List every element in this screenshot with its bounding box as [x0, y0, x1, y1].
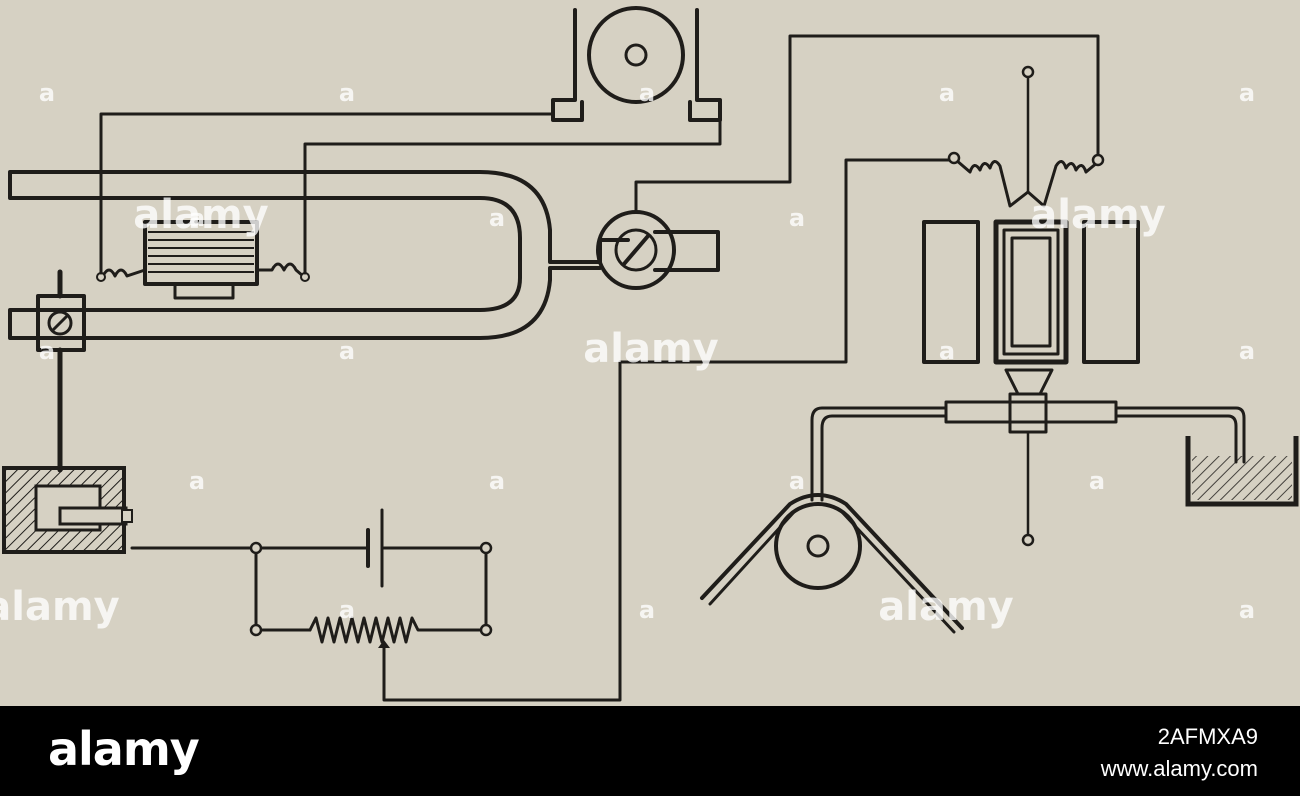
- svg-text:alamy: alamy: [1030, 192, 1165, 238]
- svg-text:a: a: [639, 596, 655, 624]
- tuning-fork: [8, 170, 720, 340]
- watermark-brand: alamy alamy alamy alamy alamy: [0, 192, 1166, 630]
- wiring: [99, 34, 1100, 364]
- svg-text:a: a: [39, 337, 55, 365]
- diagram-figure: a a a a a a a a a a a a a a a a a a a al…: [0, 6, 1299, 702]
- svg-text:a: a: [339, 337, 355, 365]
- footer-bar: alamy 2AFMXA9 www.alamy.com: [0, 706, 1300, 796]
- motor-drum: [551, 6, 722, 122]
- svg-text:a: a: [939, 337, 955, 365]
- svg-text:a: a: [1239, 596, 1255, 624]
- alamy-logo[interactable]: alamy: [48, 722, 200, 776]
- image-id-label: 2AFMXA9: [1157, 724, 1258, 749]
- svg-text:a: a: [789, 204, 805, 232]
- mercury-cup: [2, 466, 133, 554]
- svg-text:a: a: [189, 467, 205, 495]
- battery-rheostat: [130, 360, 622, 702]
- watermark-layer: a a a a a a a a a a a a a a a a a a a al…: [0, 79, 1255, 630]
- svg-text:a: a: [339, 596, 355, 624]
- svg-text:a: a: [489, 204, 505, 232]
- svg-text:alamy: alamy: [133, 192, 268, 238]
- svg-text:a: a: [639, 79, 655, 107]
- galvanometer: [922, 65, 1140, 547]
- svg-text:a: a: [489, 467, 505, 495]
- svg-text:a: a: [39, 79, 55, 107]
- svg-text:a: a: [1239, 79, 1255, 107]
- svg-text:alamy: alamy: [878, 584, 1013, 630]
- electromagnet: [96, 220, 310, 300]
- circuit-diagram: a a a a a a a a a a a a a a a a a a a al…: [0, 6, 1299, 702]
- svg-text:a: a: [339, 79, 355, 107]
- prong-contact: [36, 269, 86, 473]
- svg-text:alamy: alamy: [0, 584, 120, 630]
- svg-text:a: a: [1239, 337, 1255, 365]
- siphon-recorder: [700, 400, 1299, 634]
- svg-text:a: a: [1089, 467, 1105, 495]
- site-url-link[interactable]: www.alamy.com: [1100, 756, 1258, 781]
- watermark-mark: a a a a a a a a a a a a a a a a a a a: [39, 79, 1255, 624]
- svg-text:a: a: [189, 204, 205, 232]
- svg-text:a: a: [789, 467, 805, 495]
- svg-text:alamy: alamy: [583, 326, 718, 372]
- svg-text:a: a: [939, 79, 955, 107]
